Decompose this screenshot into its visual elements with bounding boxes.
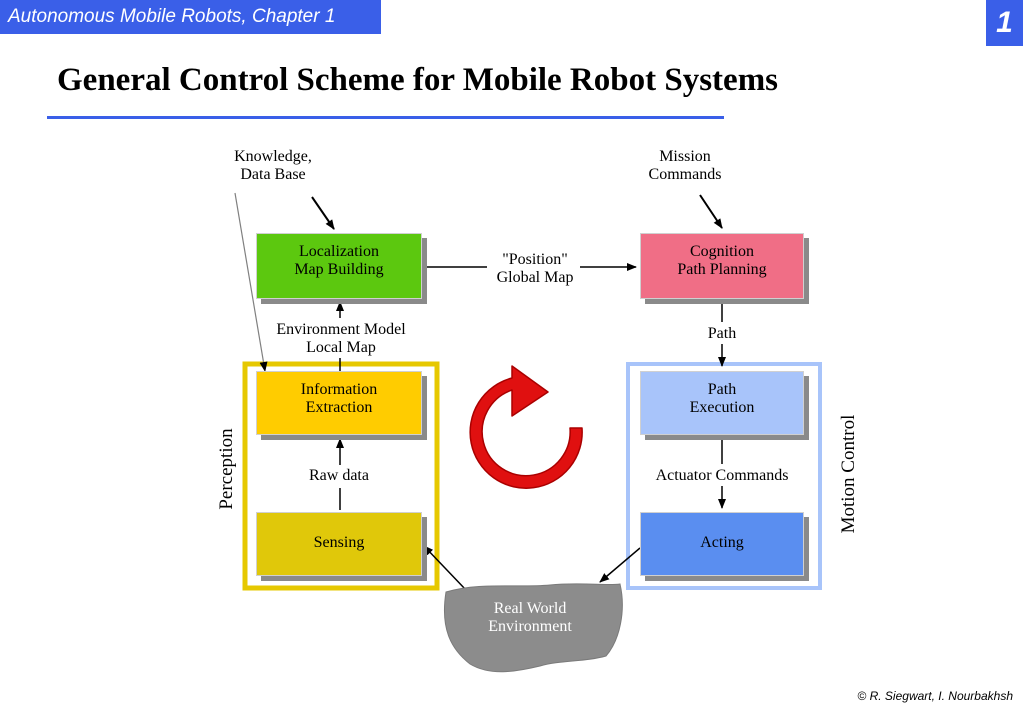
slide-title: General Control Scheme for Mobile Robot … — [57, 62, 779, 98]
perception-frame — [242, 361, 440, 591]
position-global-map-label: "Position" Global Map — [496, 251, 574, 286]
sensing-box: Sensing — [256, 512, 422, 576]
path-label: Path — [707, 325, 737, 342]
perception-group-label: Perception — [216, 428, 237, 510]
acting-box: Acting — [640, 512, 804, 576]
localization-box: Localization Map Building — [256, 233, 422, 299]
knowledge-to-localization-arrow — [311, 196, 335, 230]
raw-data-label: Raw data — [309, 467, 369, 484]
cognition-box: Cognition Path Planning — [640, 233, 804, 299]
environment-to-sensing-arrow — [423, 545, 467, 591]
information-extraction-box: Information Extraction — [256, 371, 422, 435]
title-underline — [47, 116, 724, 119]
copyright-notice: © R. Siegwart, I. Nourbakhsh — [857, 689, 1013, 703]
actuator-commands-label: Actuator Commands — [655, 467, 789, 484]
acting-to-environment-arrow — [599, 547, 641, 583]
knowledge-to-information-arrow — [234, 192, 268, 372]
environment-model-label: Environment Model Local Map — [276, 321, 406, 356]
mission-commands-label: Mission Commands — [648, 148, 722, 183]
control-loop-cycle-icon — [469, 365, 583, 489]
real-world-environment-shape — [443, 583, 623, 673]
real-world-environment-label: Real World Environment — [488, 600, 572, 635]
chapter-header: Autonomous Mobile Robots, Chapter 1 — [0, 0, 381, 34]
slide-number: 1 — [986, 0, 1023, 46]
mission-to-cognition-arrow — [699, 194, 723, 229]
path-execution-box: Path Execution — [640, 371, 804, 435]
knowledge-base-label: Knowledge, Data Base — [234, 148, 312, 183]
motion-control-group-label: Motion Control — [838, 414, 859, 534]
